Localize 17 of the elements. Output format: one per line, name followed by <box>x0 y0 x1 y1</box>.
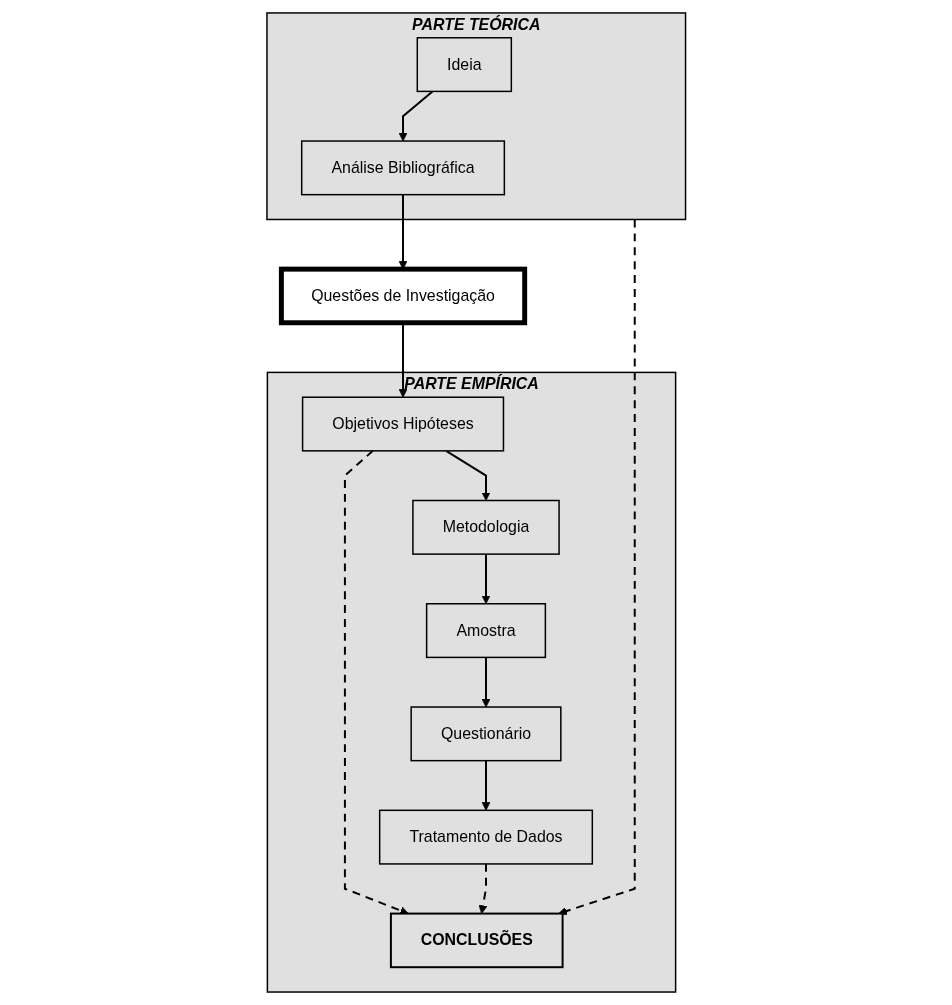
arrow <box>444 449 491 501</box>
node-box: Metodologia <box>411 499 560 555</box>
arrow <box>478 862 487 914</box>
arrow <box>481 759 491 811</box>
node-box: Ideia <box>416 37 512 93</box>
arrow <box>398 90 434 142</box>
arrow <box>343 449 409 915</box>
node-box: Questões de Investigação <box>278 266 527 326</box>
node-box: Objetivos Hipóteses <box>301 396 504 452</box>
node-box: Análise Bibliográfica <box>300 140 505 196</box>
node-box: Questionário <box>410 706 562 762</box>
node-box: CONCLUSÕES <box>389 912 564 969</box>
node-box: Amostra <box>425 603 546 659</box>
arrow <box>558 218 636 916</box>
arrow <box>481 553 491 605</box>
node-box: Tratamento de Dados <box>378 809 593 865</box>
arrow <box>481 656 491 708</box>
